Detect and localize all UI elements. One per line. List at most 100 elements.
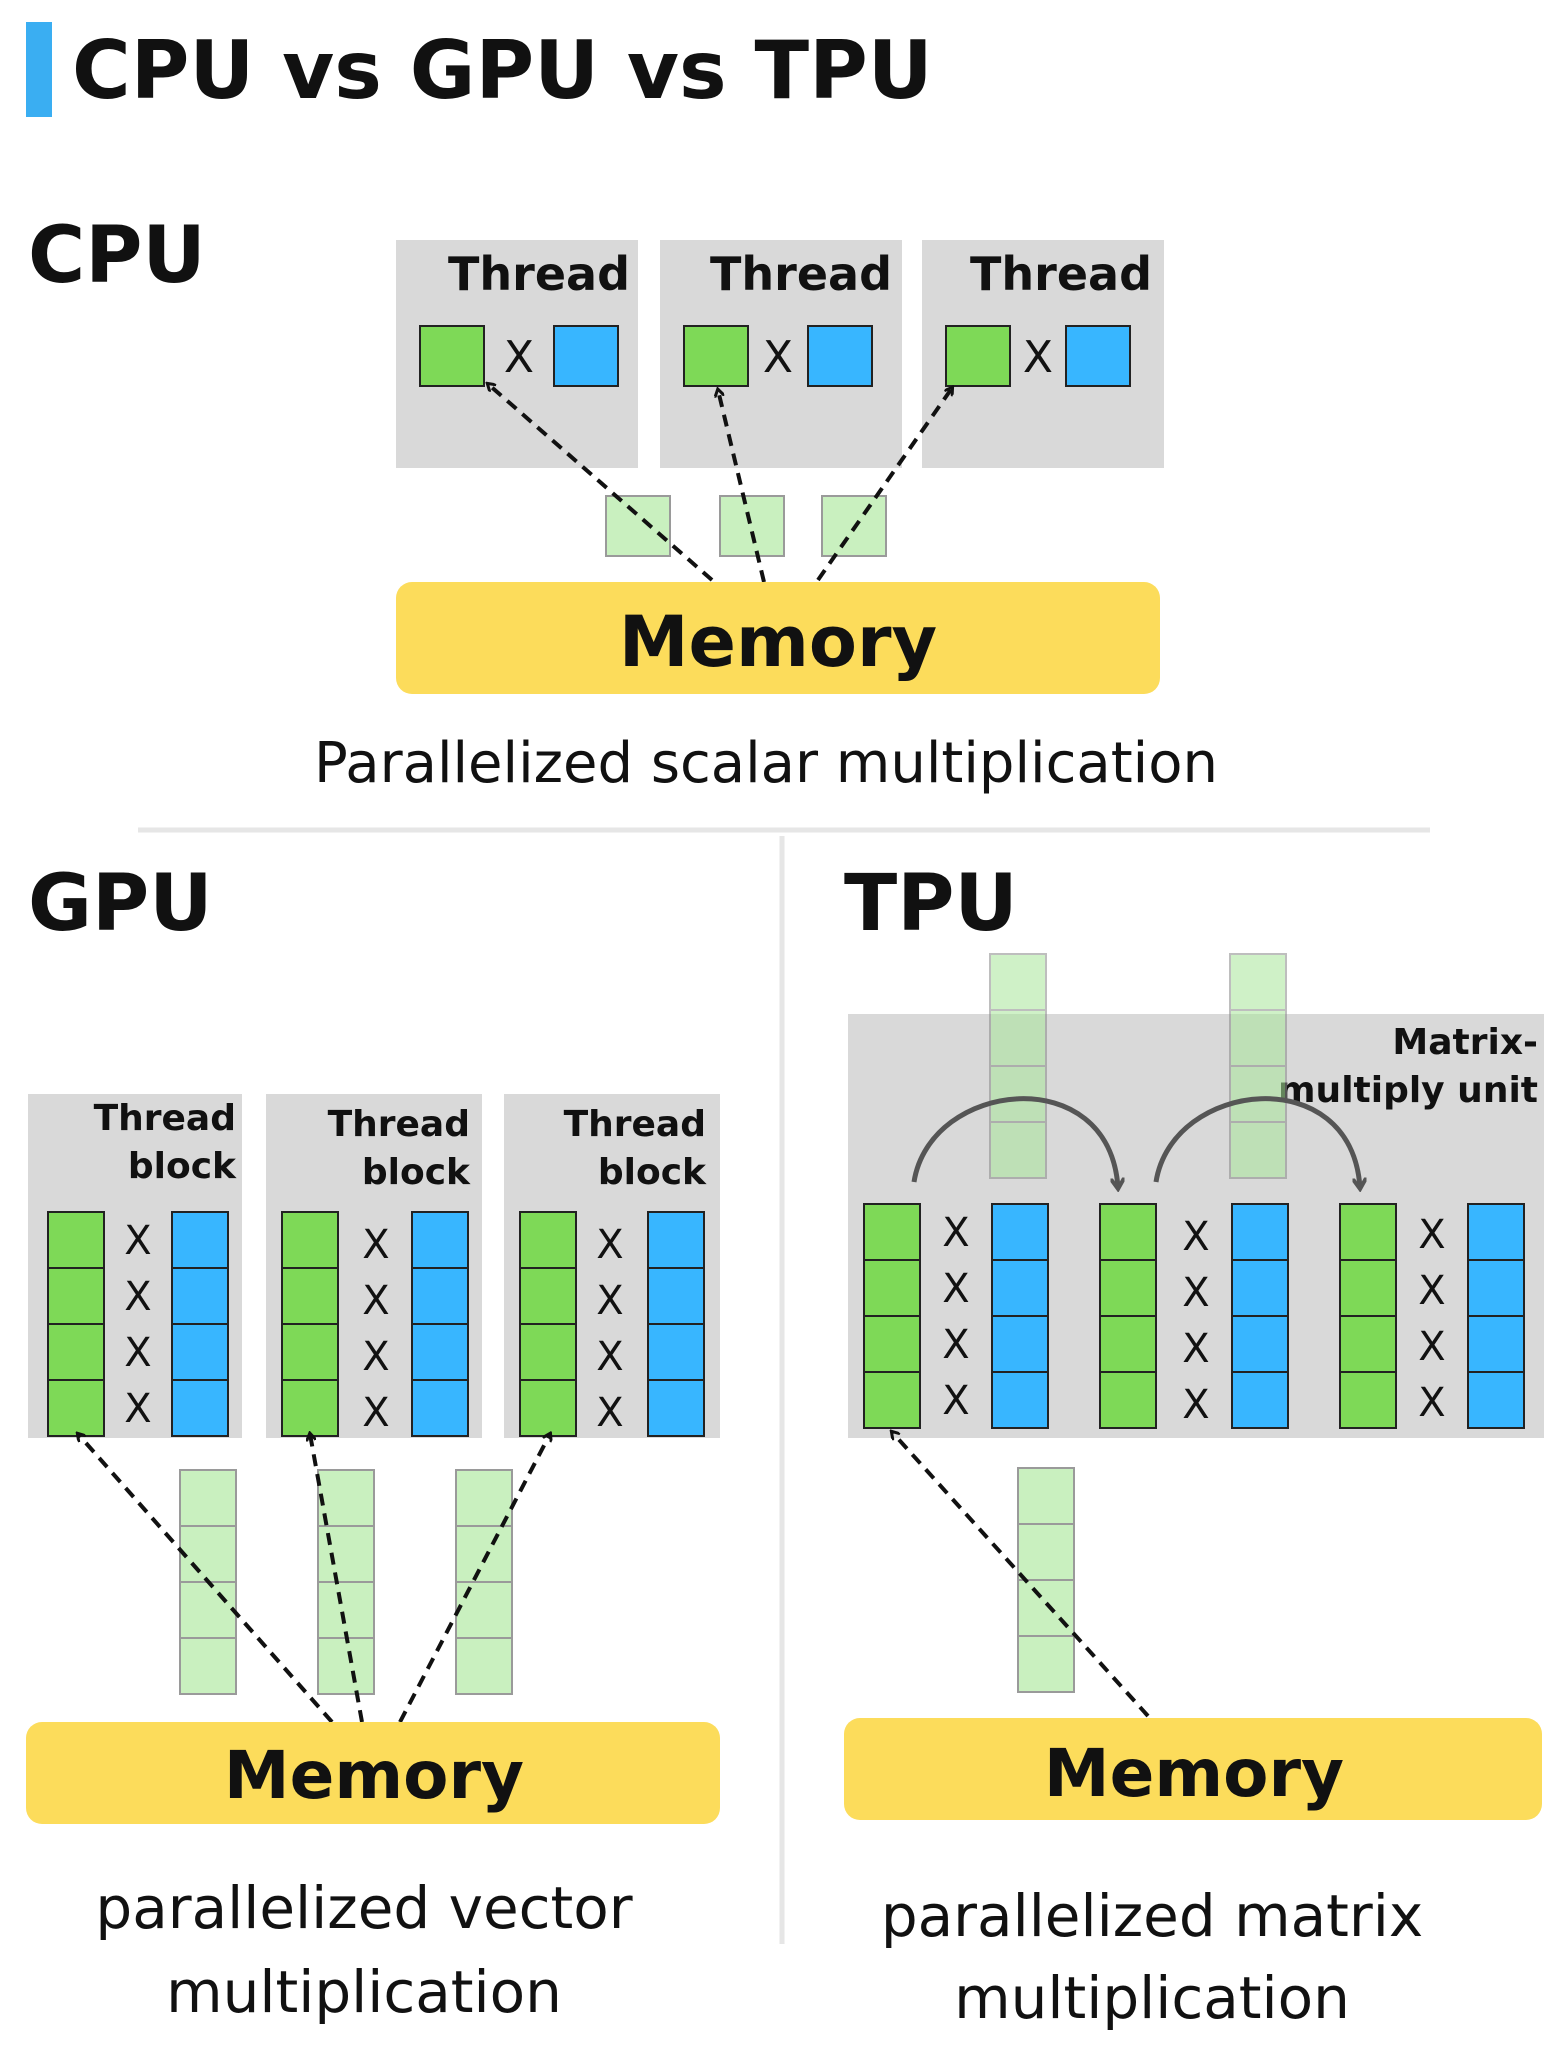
multiply-operator: X (596, 1390, 623, 1436)
multiply-operator: X (763, 332, 793, 383)
tpu-pass-arrow (1153, 1096, 1360, 1188)
multiply-operator: X (1418, 1324, 1445, 1370)
blue-matrix-cell (1231, 1203, 1289, 1261)
multiply-operator: X (596, 1222, 623, 1268)
green-vector-cell (281, 1323, 339, 1381)
tpu-incoming-vector (1229, 953, 1287, 1179)
blue-scalar (1065, 325, 1131, 387)
cpu-memory-block (396, 582, 1160, 694)
multiply-operator: X (1418, 1268, 1445, 1314)
green-vector-cell (47, 1323, 105, 1381)
gpu-load-arrow (310, 1434, 364, 1723)
tpu-data-vector (1017, 1467, 1075, 1693)
tpu-incoming-vector (989, 953, 1047, 1179)
blue-vector-cell (411, 1379, 469, 1437)
cpu-memory-label: Memory (619, 601, 937, 683)
gpu-thread-block-3: Thread block X X X X (504, 1094, 720, 1438)
multiply-operator: X (942, 1322, 969, 1368)
green-matrix-cell (1339, 1315, 1397, 1373)
multiply-operator: X (362, 1334, 389, 1380)
multiply-operator: X (1182, 1382, 1209, 1428)
tpu-column-3: X X X X (1339, 1203, 1525, 1429)
data-scalar-block (719, 495, 785, 557)
blue-vector-cell (647, 1379, 705, 1437)
blue-scalar (553, 325, 619, 387)
green-matrix-cell (863, 1203, 921, 1261)
gpu-memory-label: Memory (224, 1737, 524, 1814)
blue-matrix-cell (991, 1371, 1049, 1429)
tpu-heading: TPU (844, 859, 1018, 949)
blue-vector-cell (171, 1211, 229, 1269)
multiply-operator: X (362, 1278, 389, 1324)
green-scalar (945, 325, 1011, 387)
multiply-operator: X (124, 1330, 151, 1376)
cpu-thread-2: Thread X (660, 240, 902, 468)
multiply-operator: X (1182, 1270, 1209, 1316)
tpu-pass-arrow (911, 1096, 1118, 1188)
cpu-thread-1: Thread X (396, 240, 638, 468)
tpu-memory-label: Memory (1044, 1735, 1344, 1812)
gpu-caption-line2: multiplication (166, 1958, 562, 2026)
multiply-operator: X (1023, 332, 1053, 383)
tpu-memory-block (844, 1718, 1542, 1820)
green-vector-cell (519, 1323, 577, 1381)
thread-block-label-line1: Thread (328, 1104, 470, 1145)
blue-vector-cell (647, 1323, 705, 1381)
multiply-operator: X (596, 1334, 623, 1380)
green-scalar (683, 325, 749, 387)
blue-vector-cell (171, 1323, 229, 1381)
matrix-unit-label-line1: Matrix- (1392, 1022, 1538, 1063)
blue-matrix-cell (1467, 1203, 1525, 1261)
blue-vector-cell (647, 1211, 705, 1269)
tpu-column-2: X X X X (1099, 1203, 1289, 1429)
blue-vector-cell (411, 1323, 469, 1381)
tpu-column-1: X X X X (863, 1203, 1049, 1429)
green-matrix-cell (863, 1259, 921, 1317)
green-matrix-cell (863, 1315, 921, 1373)
multiply-operator: X (362, 1390, 389, 1436)
green-vector-cell (47, 1211, 105, 1269)
blue-matrix-cell (1231, 1371, 1289, 1429)
thread-block-label-line2: block (598, 1152, 707, 1193)
data-scalar-block (605, 495, 671, 557)
data-scalar-block (821, 495, 887, 557)
gpu-data-vector (455, 1469, 513, 1695)
blue-matrix-cell (1231, 1259, 1289, 1317)
thread-label: Thread (448, 247, 630, 301)
blue-matrix-cell (1467, 1315, 1525, 1373)
green-scalar (419, 325, 485, 387)
matrix-unit-label-line2: multiply unit (1278, 1070, 1538, 1111)
tpu-caption-line2: multiplication (954, 1964, 1350, 2032)
blue-matrix-cell (991, 1259, 1049, 1317)
green-vector-cell (281, 1211, 339, 1269)
green-matrix-cell (1099, 1203, 1157, 1261)
green-matrix-cell (1099, 1371, 1157, 1429)
gpu-load-arrow (398, 1434, 550, 1723)
green-vector-cell (281, 1379, 339, 1437)
matrix-multiply-unit-panel (848, 1014, 1544, 1438)
thread-label: Thread (710, 247, 892, 301)
page-title: CPU vs GPU vs TPU (72, 24, 933, 117)
thread-block-label-line2: block (362, 1152, 471, 1193)
green-matrix-cell (863, 1371, 921, 1429)
multiply-operator: X (596, 1278, 623, 1324)
multiply-operator: X (124, 1274, 151, 1320)
green-vector-cell (47, 1267, 105, 1325)
blue-vector-cell (411, 1211, 469, 1269)
blue-vector-cell (647, 1267, 705, 1325)
gpu-data-vector (179, 1469, 237, 1695)
cpu-load-arrow (488, 384, 714, 582)
gpu-heading: GPU (28, 859, 213, 949)
green-vector-cell (519, 1211, 577, 1269)
blue-matrix-cell (1231, 1315, 1289, 1373)
gpu-thread-block-1: Thread block X X X X (28, 1094, 242, 1438)
multiply-operator: X (124, 1386, 151, 1432)
green-matrix-cell (1339, 1259, 1397, 1317)
green-matrix-cell (1099, 1259, 1157, 1317)
tpu-load-arrow (892, 1432, 1150, 1718)
gpu-caption-line1: parallelized vector (95, 1874, 632, 1942)
cpu-caption: Parallelized scalar multiplication (314, 731, 1218, 796)
blue-matrix-cell (1467, 1259, 1525, 1317)
gpu-data-vector (317, 1469, 375, 1695)
